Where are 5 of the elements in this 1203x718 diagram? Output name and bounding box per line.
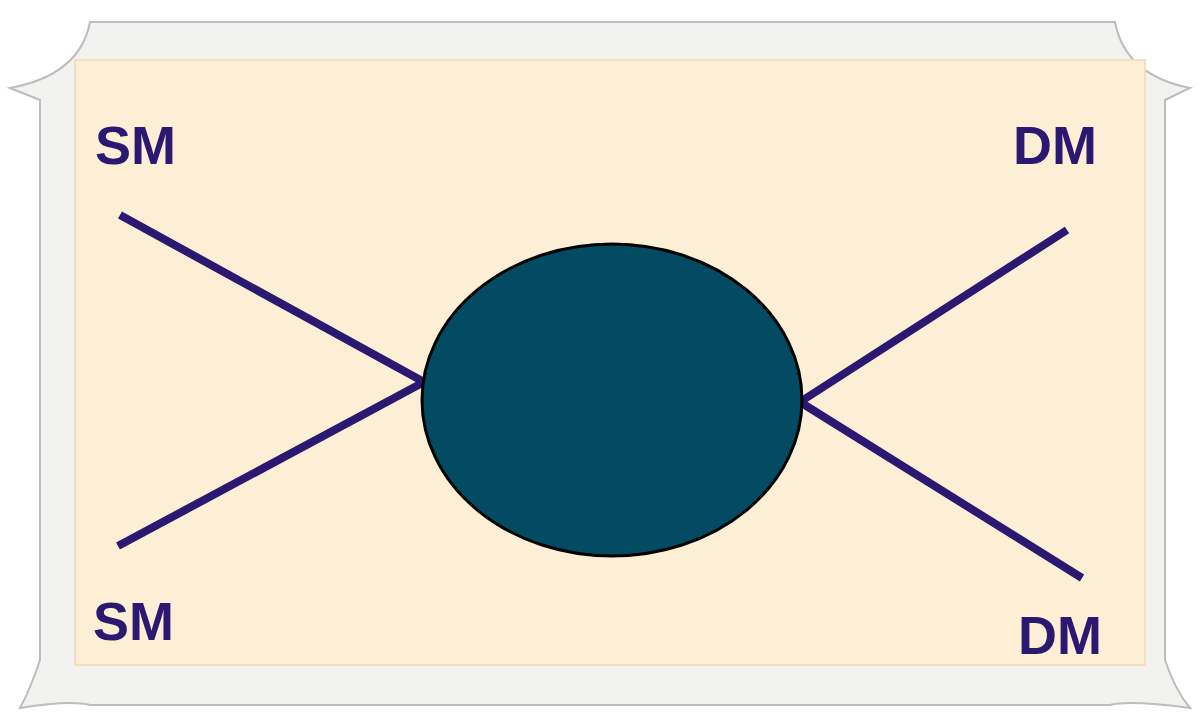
node-label: DM bbox=[1018, 608, 1102, 662]
node-label: SM bbox=[93, 594, 174, 648]
node-label: SM bbox=[95, 118, 176, 172]
ellipse-shape bbox=[420, 242, 804, 558]
node-label: DM bbox=[1013, 118, 1097, 172]
